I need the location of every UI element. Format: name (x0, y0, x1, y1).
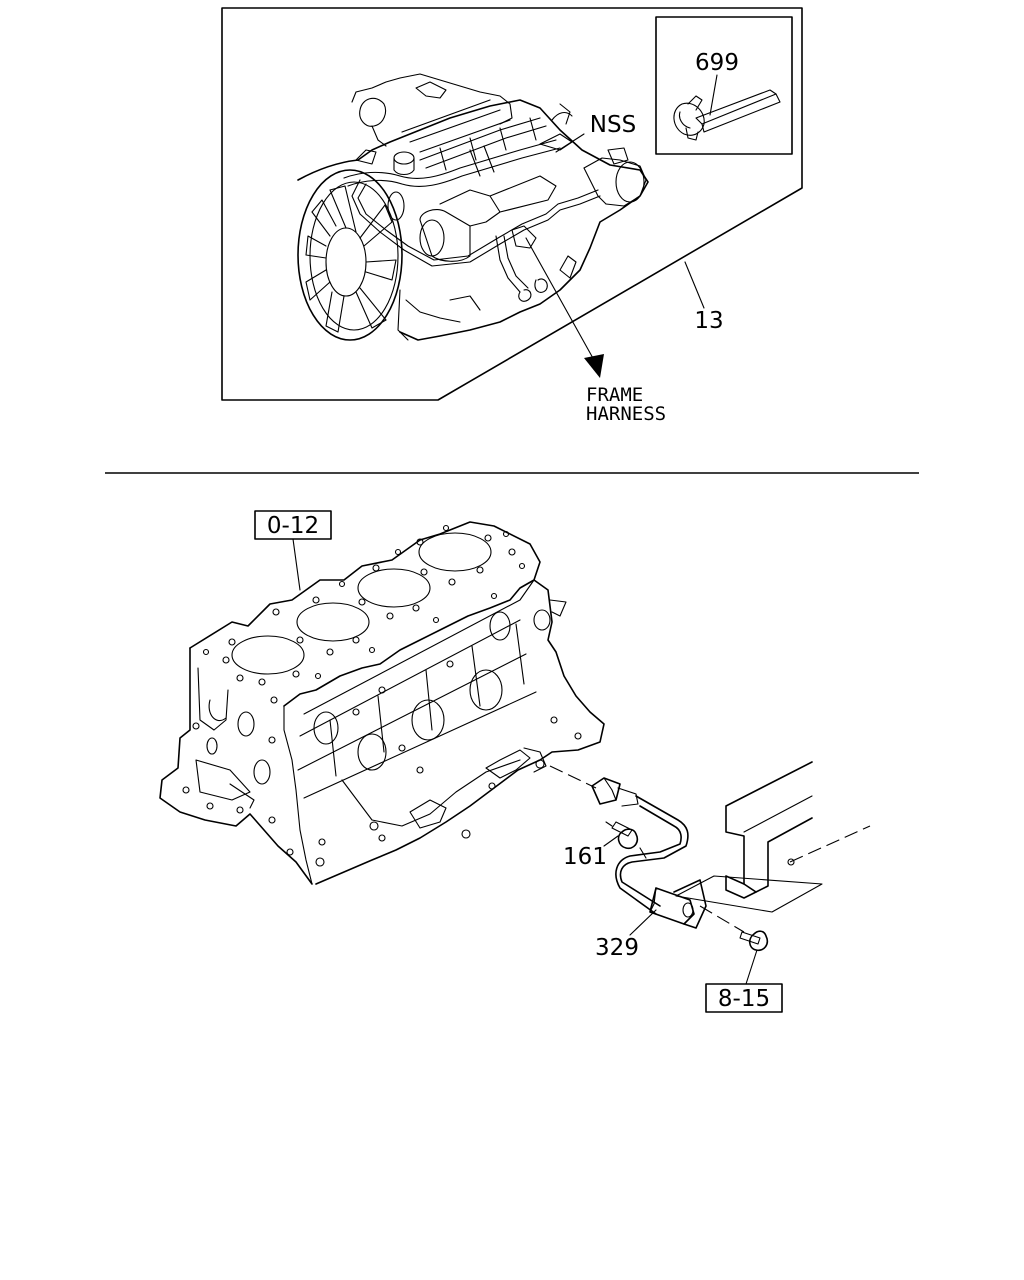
panel-frame (221, 7, 803, 401)
bolt-161-illustration (605, 821, 639, 850)
label-13: 13 (694, 308, 723, 334)
label-nss: NSS (590, 112, 636, 138)
label-329: 329 (595, 935, 639, 961)
label-699: 699 (695, 50, 739, 76)
engine-harness-panel: 699 NSS 13 FRAME HARNESS (221, 7, 803, 425)
ref-box-8-15 (705, 983, 783, 1013)
label-harness: HARNESS (586, 403, 666, 425)
harness-clip-illustration (673, 74, 781, 141)
leader-8-15 (745, 949, 758, 985)
sensor-bracket-illustration (591, 777, 707, 929)
label-8-15: 8-15 (718, 986, 770, 1012)
cylinder-block-section: 0-12 (159, 510, 871, 1013)
engine-assembly-illustration (297, 73, 649, 341)
label-frame: FRAME (586, 384, 643, 406)
label-161: 161 (563, 844, 607, 870)
frame-rail-illustration (675, 761, 871, 913)
inset-box (655, 16, 793, 155)
label-0-12: 0-12 (267, 513, 319, 539)
arrow-shaft (525, 237, 595, 361)
mount-dash-1 (549, 765, 597, 789)
mount-dash-2 (699, 905, 745, 933)
bolt-8-15-illustration (739, 930, 769, 952)
cylinder-block-illustration (159, 521, 605, 885)
leader-0-12 (292, 538, 301, 591)
leader-13 (684, 261, 705, 309)
leader-161 (603, 835, 619, 847)
leader-329 (629, 909, 657, 936)
arrow-down-icon (584, 354, 604, 378)
leader-nss (555, 133, 585, 153)
